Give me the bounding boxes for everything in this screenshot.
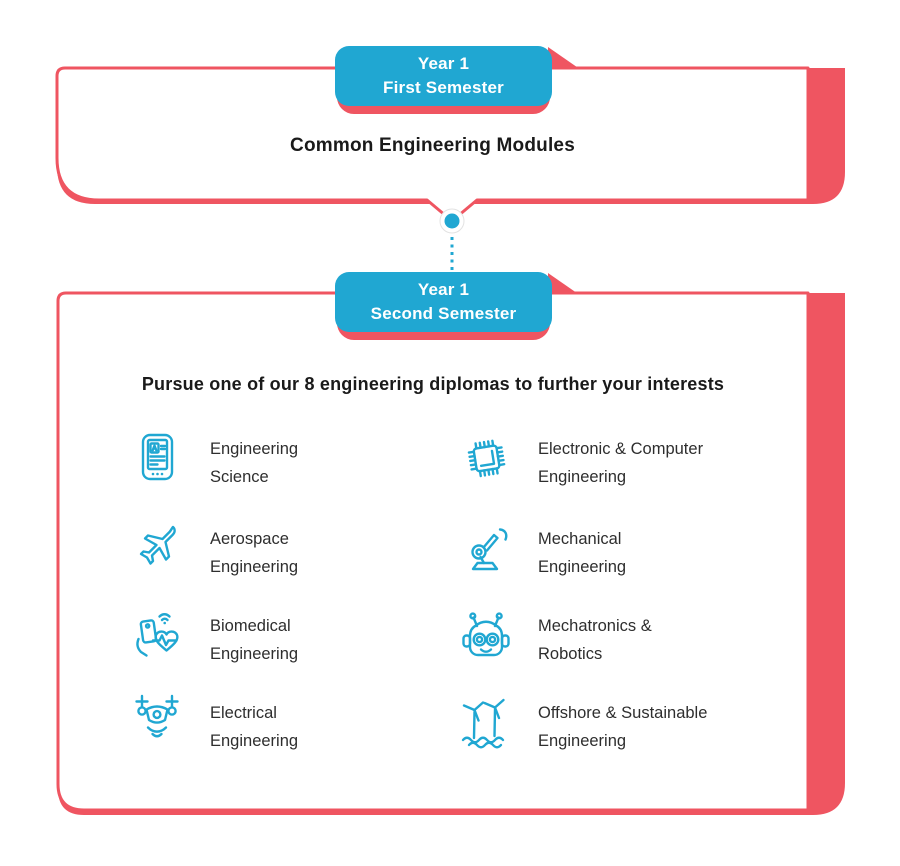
program-label-line1: Electrical bbox=[210, 704, 277, 722]
card2-outline bbox=[56, 291, 810, 812]
program-label-line2: Robotics bbox=[538, 645, 603, 663]
badge2-face bbox=[335, 272, 552, 332]
program-item-biomedical: Biomedical Engineering bbox=[129, 607, 459, 671]
badge1-fold bbox=[548, 47, 579, 69]
electronic-computer-icon bbox=[458, 430, 514, 486]
aerospace-icon bbox=[129, 520, 185, 576]
badge1-label: Year 1 First Semester bbox=[335, 52, 552, 100]
program-label: Engineering Science bbox=[210, 435, 298, 491]
connector-dot bbox=[444, 213, 460, 229]
badge1-face bbox=[335, 46, 552, 106]
program-item-engineering-science: Engineering Science bbox=[129, 430, 459, 494]
program-label-line2: Engineering bbox=[538, 558, 627, 576]
card1-title: Common Engineering Modules bbox=[290, 135, 575, 156]
program-label: Mechatronics & Robotics bbox=[538, 612, 652, 668]
badge1-line1: Year 1 bbox=[417, 54, 470, 73]
program-label: Aerospace Engineering bbox=[210, 525, 298, 581]
program-label-line2: Engineering bbox=[210, 645, 299, 663]
card2-heading: Pursue one of our 8 engineering diplomas… bbox=[141, 374, 725, 394]
engineering-science-icon bbox=[129, 430, 185, 486]
offshore-sustainable-icon bbox=[458, 694, 514, 750]
program-label: Biomedical Engineering bbox=[210, 612, 298, 668]
program-label-line1: Electronic & Computer bbox=[538, 440, 704, 458]
program-item-mechatronics: Mechatronics & Robotics bbox=[458, 607, 788, 671]
program-label-line1: Engineering bbox=[210, 440, 299, 458]
program-item-electronic-computer: Electronic & Computer Engineering bbox=[458, 430, 788, 494]
program-label-line1: Mechanical bbox=[538, 530, 622, 548]
program-item-electrical: Electrical Engineering bbox=[129, 694, 459, 758]
program-item-offshore: Offshore & Sustainable Engineering bbox=[458, 694, 788, 758]
program-label-line2: Engineering bbox=[538, 468, 627, 486]
program-label-line1: Mechatronics & bbox=[538, 617, 652, 635]
biomedical-icon bbox=[129, 607, 185, 663]
program-label: Electrical Engineering bbox=[210, 699, 298, 755]
program-label-line2: Science bbox=[210, 468, 269, 486]
electrical-icon bbox=[129, 694, 185, 750]
card1-outline bbox=[55, 66, 810, 223]
program-label-line1: Biomedical bbox=[210, 617, 291, 635]
program-label-line1: Offshore & Sustainable bbox=[538, 704, 708, 722]
mechatronics-robotics-icon bbox=[458, 607, 514, 663]
program-label: Electronic & Computer Engineering bbox=[538, 435, 703, 491]
program-label-line2: Engineering bbox=[210, 732, 299, 750]
program-label: Mechanical Engineering bbox=[538, 525, 626, 581]
badge2-label: Year 1 Second Semester bbox=[335, 278, 552, 326]
program-label-line2: Engineering bbox=[538, 732, 627, 750]
program-item-mechanical: Mechanical Engineering bbox=[458, 520, 788, 584]
program-label-line1: Aerospace bbox=[210, 530, 289, 548]
program-label-line2: Engineering bbox=[210, 558, 299, 576]
badge2-fold bbox=[548, 273, 579, 295]
program-label: Offshore & Sustainable Engineering bbox=[538, 699, 707, 755]
badge1-line2: First Semester bbox=[383, 78, 504, 97]
program-item-aerospace: Aerospace Engineering bbox=[129, 520, 459, 584]
badge2-line1: Year 1 bbox=[417, 280, 470, 299]
mechanical-icon bbox=[458, 520, 514, 576]
badge2-line2: Second Semester bbox=[370, 304, 517, 323]
